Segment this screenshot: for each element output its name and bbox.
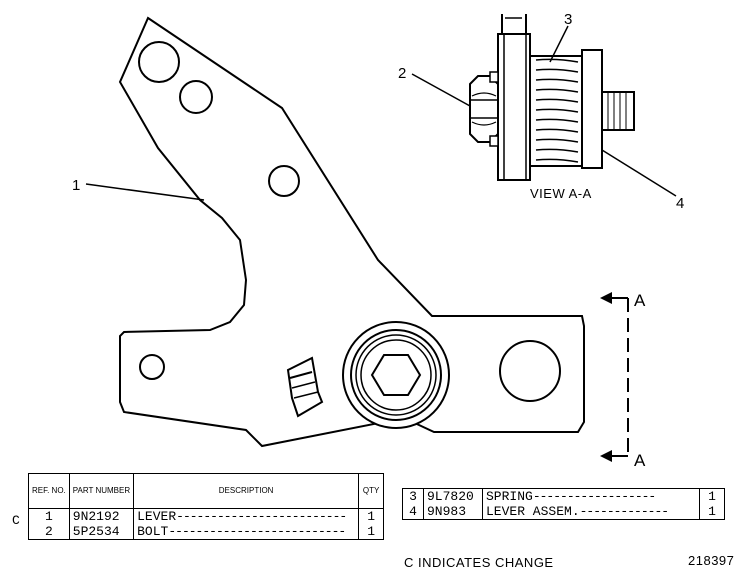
spring-coil-ring-3	[360, 339, 432, 411]
section-label-top: A	[634, 291, 646, 310]
header-part: PART NUMBER	[68, 473, 135, 509]
drawing-number: 218397	[688, 553, 735, 568]
lever-outline	[118, 16, 585, 448]
header-ref: REF. NO.	[28, 473, 70, 509]
callout-2: 2	[398, 65, 406, 82]
row-qty: 1	[699, 504, 725, 520]
change-flag: C	[12, 513, 20, 528]
row-qty: 1	[699, 488, 725, 504]
lever-plate-section	[497, 33, 531, 181]
lever-hole-right	[499, 340, 561, 402]
lever-hole-mid	[268, 165, 300, 197]
parts-table-right: 3 9L7820 SPRING------------------ 1 4 9N…	[402, 488, 725, 520]
callout-3: 3	[564, 11, 572, 28]
leader-3	[549, 25, 569, 63]
row-ref: 2	[28, 524, 70, 540]
bolt-nut	[469, 75, 499, 143]
table-header: REF. NO. PART NUMBER DESCRIPTION QTY	[28, 473, 385, 509]
section-marker	[600, 292, 629, 462]
lever-assem-plate	[581, 49, 603, 169]
table-row: 4 9N983 LEVER ASSEM.------------- 1	[402, 504, 725, 520]
table-row: 2 5P2534 BOLT-------------------------- …	[28, 524, 385, 540]
row-ref: 3	[402, 488, 424, 504]
lever-hole-top-2	[179, 80, 213, 114]
threaded-stud	[601, 91, 635, 131]
lever-hole-top-1	[138, 41, 180, 83]
section-arrow-bottom	[600, 450, 612, 462]
view-label: VIEW A-A	[530, 186, 592, 201]
view-a-a-inset	[469, 14, 635, 181]
callout-4: 4	[676, 195, 684, 212]
row-description: LEVER-------------------------	[133, 508, 360, 524]
row-part-number: 5P2534	[68, 524, 135, 540]
row-description: LEVER ASSEM.-------------	[482, 504, 700, 520]
leader-4	[601, 149, 677, 197]
row-part-number: 9N983	[423, 504, 483, 520]
table-row: 1 9N2192 LEVER------------------------- …	[28, 508, 385, 524]
row-qty: 1	[358, 524, 385, 540]
leader-2	[411, 73, 471, 107]
row-ref: 1	[28, 508, 70, 524]
row-description: SPRING------------------	[482, 488, 700, 504]
header-qty: QTY	[358, 473, 385, 509]
leader-1	[85, 183, 205, 201]
section-label-bottom: A	[634, 451, 646, 470]
change-note: C INDICATES CHANGE	[404, 555, 554, 570]
section-arrow-top	[600, 292, 612, 304]
row-ref: 4	[402, 504, 424, 520]
table-row: 3 9L7820 SPRING------------------ 1	[402, 488, 725, 504]
lever-hole-left	[139, 354, 165, 380]
row-description: BOLT--------------------------	[133, 524, 360, 540]
row-qty: 1	[358, 508, 385, 524]
spring-coil-ring-1	[350, 329, 442, 421]
row-part-number: 9L7820	[423, 488, 483, 504]
bolt-hex-head	[370, 354, 422, 396]
spring-coil-outer	[342, 321, 450, 429]
header-description: DESCRIPTION	[133, 473, 360, 509]
callout-1: 1	[72, 177, 80, 194]
row-part-number: 9N2192	[68, 508, 135, 524]
parts-table-left: REF. NO. PART NUMBER DESCRIPTION QTY 1 9…	[28, 473, 385, 540]
spring-tab	[286, 356, 324, 418]
spring-coil-ring-2	[355, 334, 437, 416]
